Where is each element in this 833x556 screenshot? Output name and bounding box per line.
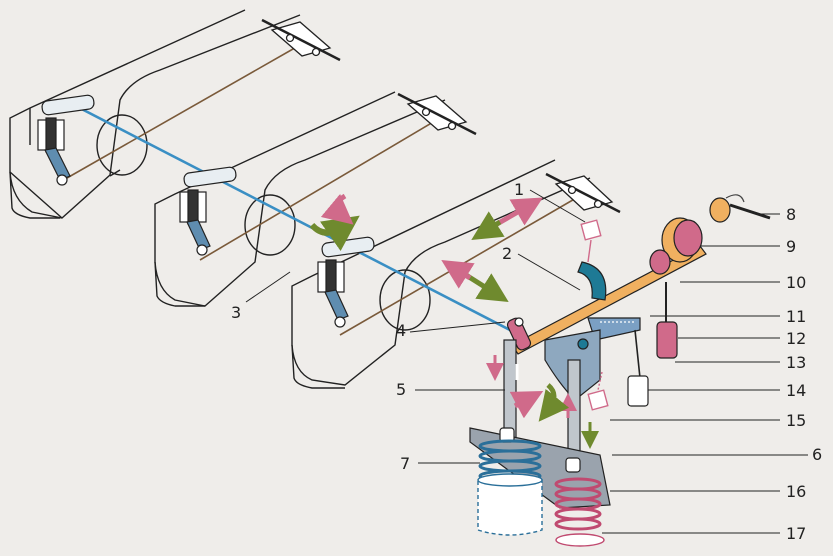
callout-2: 2 (502, 244, 512, 263)
cam-segment (578, 262, 606, 300)
bellcrank-module-2 (180, 166, 237, 255)
callout-15: 15 (786, 411, 806, 430)
callout-10: 10 (786, 273, 806, 292)
callout-7: 7 (400, 454, 410, 473)
callout-14: 14 (786, 381, 806, 400)
callout-9: 9 (786, 237, 796, 256)
callout-13: 13 (786, 353, 806, 372)
motion-arrows (454, 205, 530, 294)
bellcrank-module-3 (318, 236, 375, 327)
callout-4: 4 (396, 321, 406, 340)
callout-11: 11 (786, 307, 806, 326)
callout-12: 12 (786, 329, 806, 348)
crank-assembly (650, 195, 770, 274)
callout-3: 3 (231, 303, 241, 322)
spring-cup-7 (478, 474, 542, 535)
callout-1: 1 (514, 180, 524, 199)
bellcrank-module-1 (38, 94, 95, 185)
callout-5: 5 (396, 380, 406, 399)
callout-17: 17 (786, 524, 806, 543)
rotation-arrows-module-2 (312, 196, 345, 233)
callout-6: 6 (812, 445, 822, 464)
blue-coupling-linkage (70, 103, 510, 330)
callout-16: 16 (786, 482, 806, 501)
valve-flaps (262, 20, 620, 212)
spring-cup-17 (556, 534, 604, 546)
actuator-cylinder (657, 282, 677, 358)
callout-8: 8 (786, 205, 796, 224)
